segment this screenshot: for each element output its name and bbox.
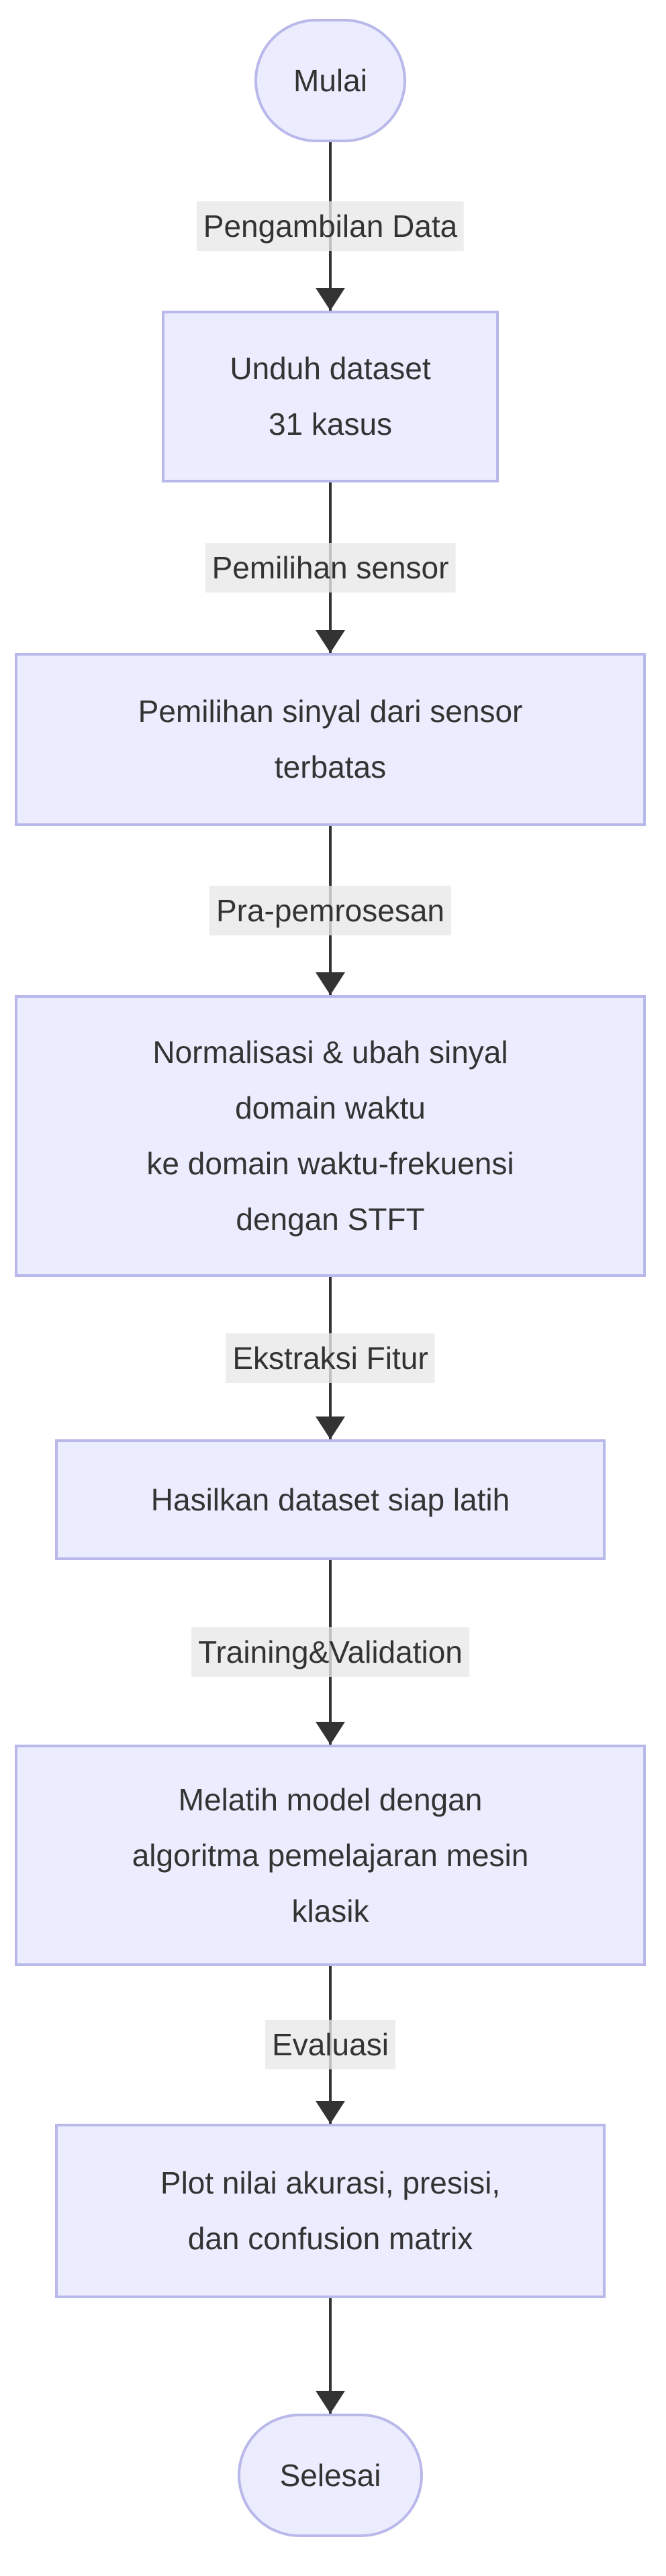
- node-line: Normalisasi & ubah sinyal: [152, 1035, 508, 1070]
- node-line: dengan STFT: [236, 1202, 425, 1237]
- node-line: algoritma pemelajaran mesin: [132, 1837, 529, 1873]
- node-line: Pemilihan sinyal dari sensor: [138, 694, 523, 729]
- node-preprocessing: Normalisasi & ubah sinyal domain waktu k…: [15, 995, 646, 1277]
- node-signal-selection: Pemilihan sinyal dari sensor terbatas: [15, 653, 646, 826]
- edge-label-training-validation: Training&Validation: [191, 1627, 469, 1677]
- node-line: ke domain waktu-frekuensi: [146, 1146, 514, 1181]
- arrowhead-down-icon: [316, 1722, 345, 1745]
- arrowhead-down-icon: [316, 630, 345, 653]
- edge-label-ekstraksi-fitur: Ekstraksi Fitur: [226, 1333, 435, 1383]
- node-line: Melatih model dengan: [178, 1782, 483, 1817]
- node-start-label: Mulai: [293, 62, 367, 98]
- edge-label-evaluasi: Evaluasi: [265, 2020, 395, 2069]
- node-line: 31 kasus: [268, 407, 393, 442]
- arrowhead-down-icon: [316, 2391, 345, 2414]
- edge-label-pemilihan-sensor: Pemilihan sensor: [205, 543, 456, 593]
- node-line: Plot nilai akurasi, presisi,: [160, 2165, 501, 2200]
- node-line: terbatas: [274, 750, 387, 784]
- edge-label-pengambilan-data: Pengambilan Data: [196, 201, 465, 251]
- node-line: klasik: [291, 1893, 369, 1928]
- node-line: Hasilkan dataset siap latih: [150, 1482, 510, 1517]
- node-train-model: Melatih model dengan algoritma pemelajar…: [15, 1745, 646, 1966]
- arrowhead-down-icon: [316, 972, 345, 995]
- edge-label-pra-pemrosesan: Pra-pemrosesan: [209, 886, 452, 935]
- arrowhead-down-icon: [316, 2101, 345, 2124]
- arrowhead-down-icon: [316, 288, 345, 311]
- node-dataset-ready: Hasilkan dataset siap latih: [55, 1439, 606, 1560]
- node-line: Unduh dataset: [230, 351, 431, 386]
- arrowhead-down-icon: [316, 1416, 345, 1439]
- node-download-dataset: Unduh dataset 31 kasus: [162, 311, 499, 482]
- edge-plot-to-end: [329, 2298, 332, 2414]
- node-line: domain waktu: [235, 1090, 426, 1125]
- node-end-label: Selesai: [279, 2457, 381, 2493]
- node-start: Mulai: [254, 19, 406, 142]
- node-line: dan confusion matrix: [187, 2221, 473, 2256]
- node-end: Selesai: [238, 2414, 423, 2537]
- node-plot-results: Plot nilai akurasi, presisi, dan confusi…: [55, 2124, 606, 2298]
